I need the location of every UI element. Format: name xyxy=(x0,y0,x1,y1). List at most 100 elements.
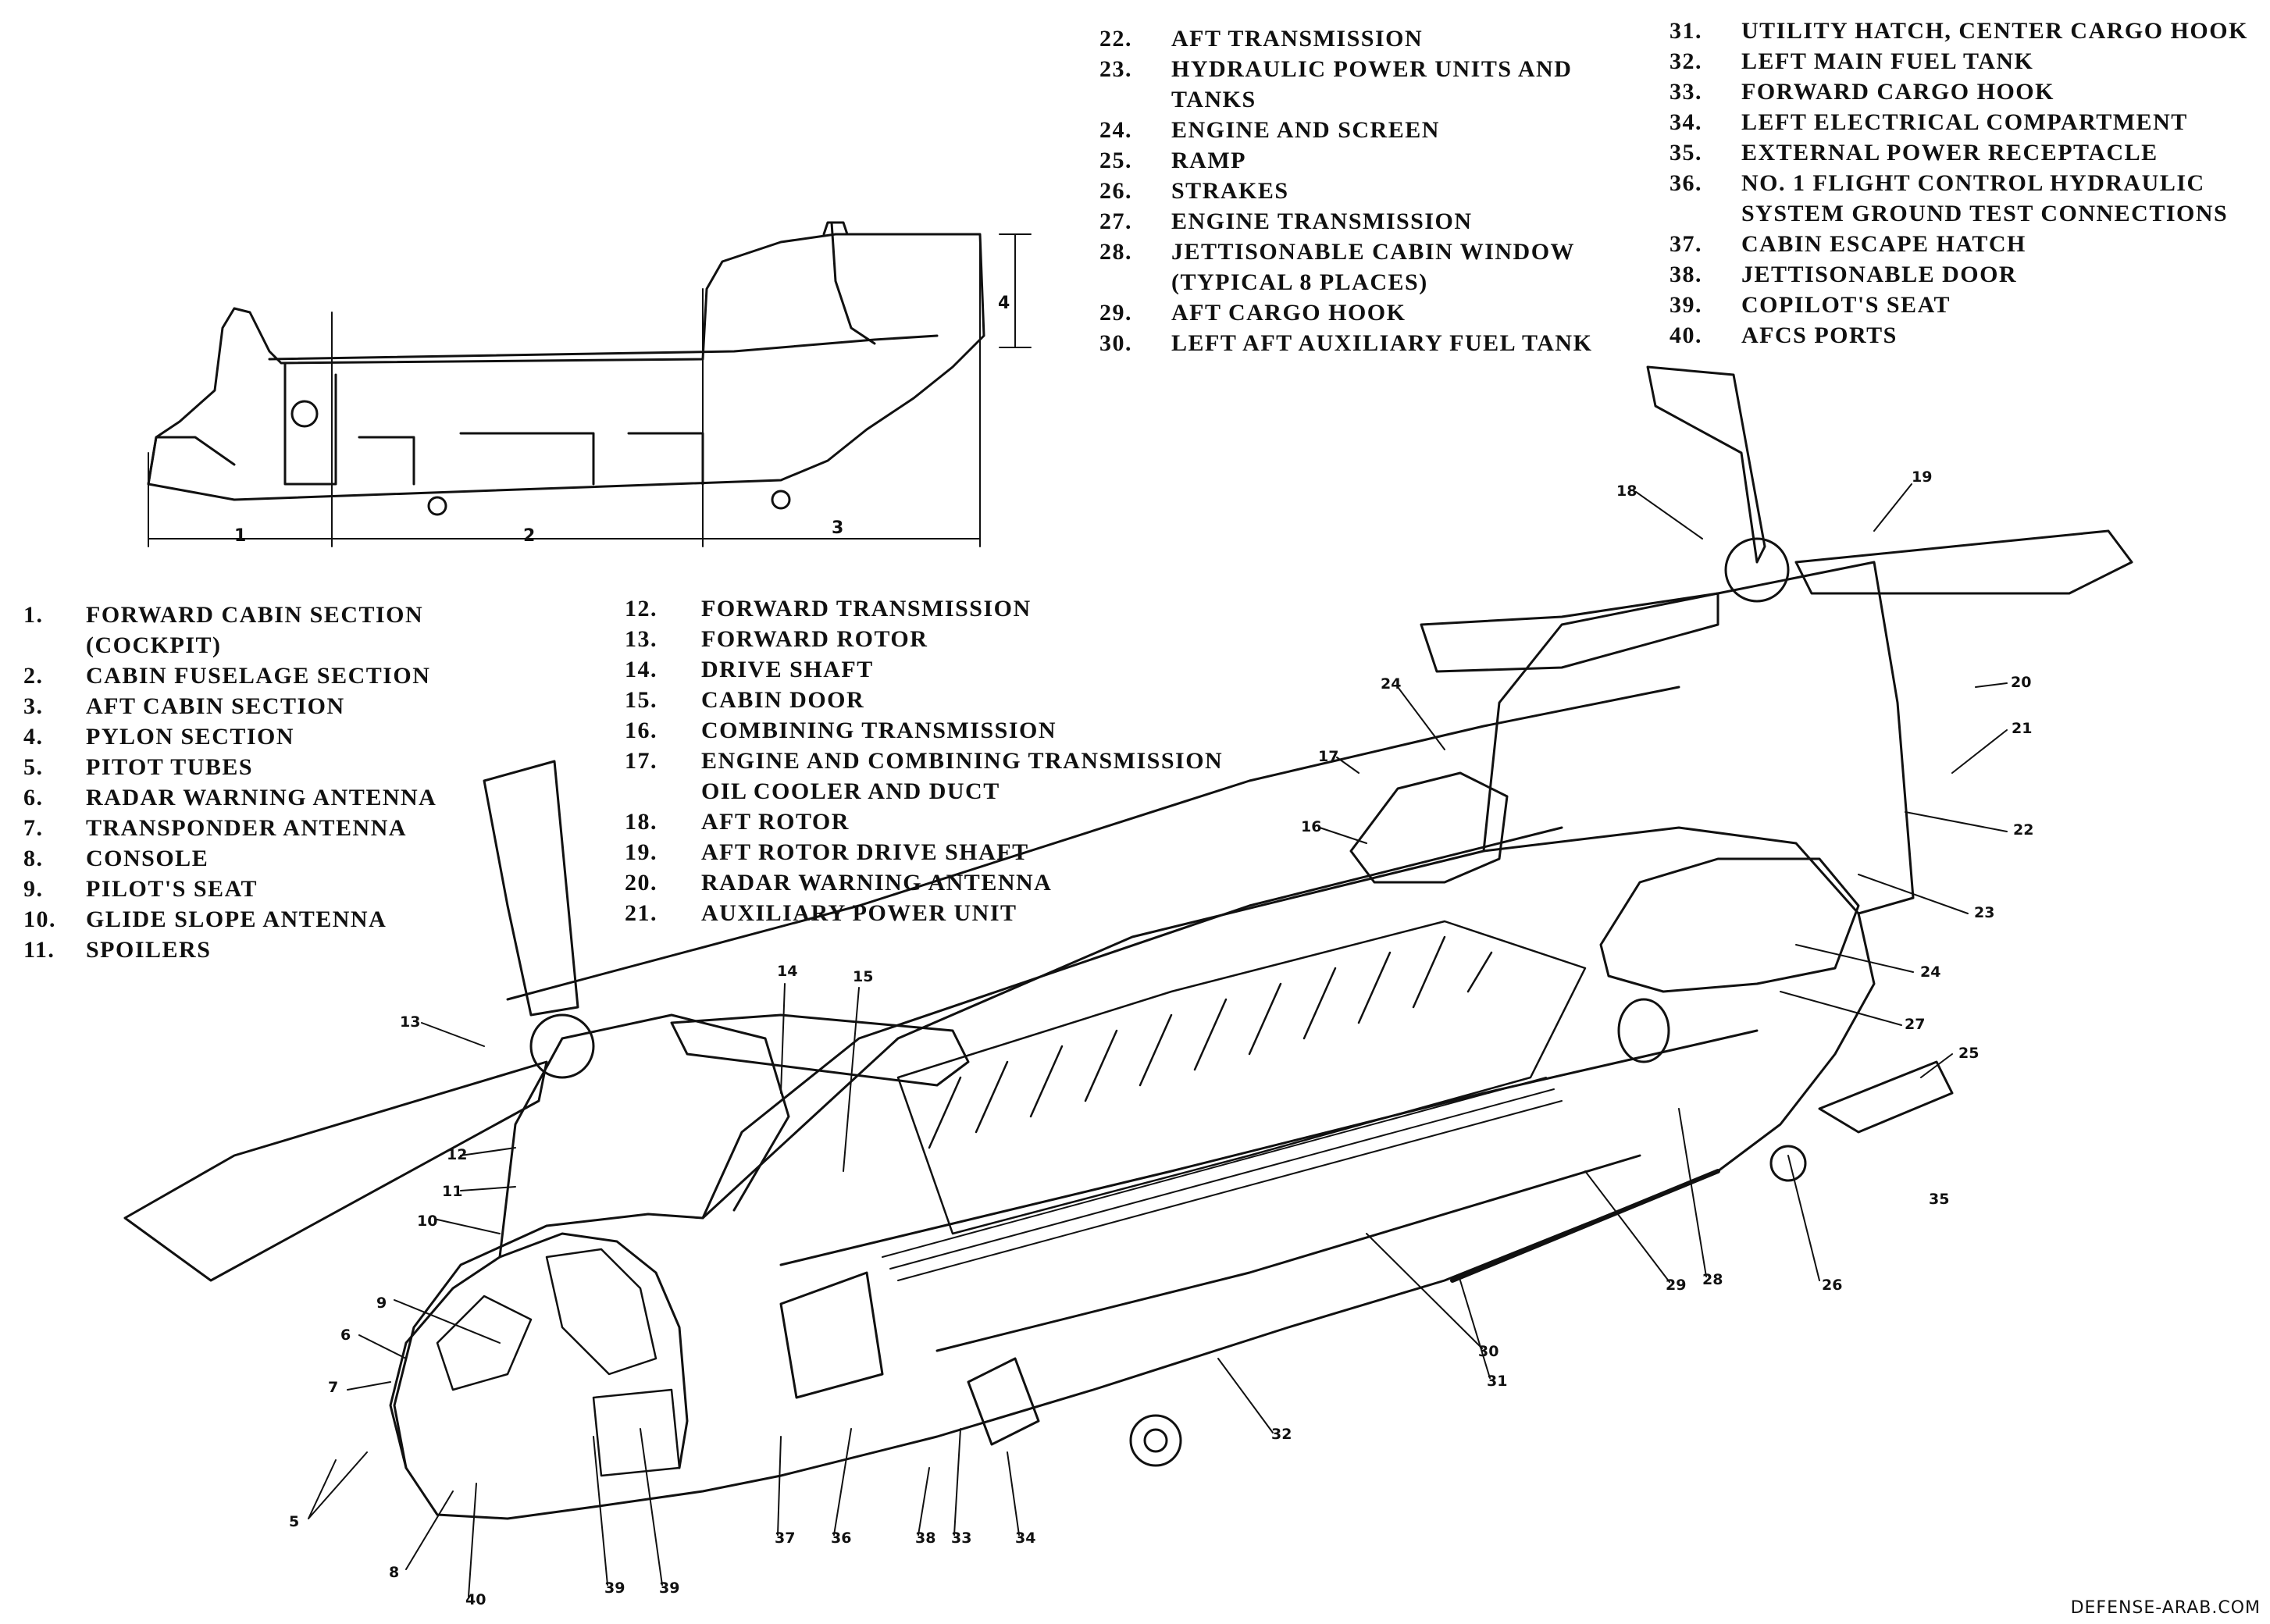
callout-24: 24 xyxy=(1920,963,1940,981)
legend-item-number: 17. xyxy=(625,748,657,774)
legend-item-number: 34. xyxy=(1670,109,1702,135)
main-landing-gear-wheel-hub xyxy=(1143,1428,1168,1453)
fuselage-outline xyxy=(393,826,1876,1520)
legend-item: 40.AFCS PORTS xyxy=(1670,320,2248,351)
legend-item-text: JETTISONABLE CABIN WINDOW (TYPICAL 8 PLA… xyxy=(1171,239,1576,295)
legend-item-text: FORWARD ROTOR xyxy=(701,626,928,652)
legend-item: 15. CABIN DOOR xyxy=(625,685,1223,715)
legend-item-number: 14. xyxy=(625,657,657,682)
helicopter-body xyxy=(389,561,1954,1520)
legend-item-text: GLIDE SLOPE ANTENNA xyxy=(86,906,387,932)
legend-item-text: STRAKES xyxy=(1171,178,1289,204)
legend-item-number: 10. xyxy=(23,906,56,932)
fuselage-spine xyxy=(506,686,1680,1001)
legend-item: 23.HYDRAULIC POWER UNITS AND TANKS xyxy=(1099,54,1592,115)
legend-item-number: 29. xyxy=(1099,300,1132,326)
legend-item-number: 13. xyxy=(625,626,657,652)
legend-item: 8.CONSOLE xyxy=(23,843,437,874)
legend-item-text: AFT ROTOR xyxy=(701,809,850,835)
legend-item-number: 12. xyxy=(625,596,657,621)
legend-item: 4. PYLON SECTION xyxy=(23,721,437,752)
legend-item: 9. PILOT'S SEAT xyxy=(23,874,437,904)
legend-item-text: LEFT ELECTRICAL COMPARTMENT xyxy=(1741,109,2188,135)
legend-item-number: 35. xyxy=(1670,140,1702,166)
callout-39b: 39 xyxy=(604,1579,625,1597)
callout-38: 38 xyxy=(915,1530,935,1547)
legend-item: 19. AFT ROTOR DRIVE SHAFT xyxy=(625,837,1223,867)
legend-item-number: 24. xyxy=(1099,117,1132,143)
legend-item: 2.CABIN FUSELAGE SECTION xyxy=(23,661,437,691)
legend-item-number: 38. xyxy=(1670,262,1702,287)
legend-item-text: NO. 1 FLIGHT CONTROL HYDRAULIC SYSTEM GR… xyxy=(1741,170,2229,226)
cabin-side-line-1 xyxy=(779,1029,1759,1266)
cabin-side-line-2 xyxy=(935,1154,1641,1352)
legend-item-text: AUXILIARY POWER UNIT xyxy=(701,900,1017,926)
legend-item-text: AFCS PORTS xyxy=(1741,322,1898,348)
legend-item-text: DRIVE SHAFT xyxy=(701,657,874,682)
forward-rotor-blade-2 xyxy=(483,760,579,1017)
legend-item: 26. STRAKES xyxy=(1099,176,1592,206)
aft-rotor-blade-3 xyxy=(1794,529,2133,595)
legend-item-text: AFT ROTOR DRIVE SHAFT xyxy=(701,839,1029,865)
section-label-1: 1 xyxy=(234,526,246,546)
legend-item-text: RAMP xyxy=(1171,148,1246,173)
callout-7: 7 xyxy=(328,1379,338,1396)
callout-13: 13 xyxy=(400,1013,420,1031)
section-diagram-cockpit-front xyxy=(147,436,236,486)
legend-item-number: 27. xyxy=(1099,208,1132,234)
legend-item-text: CABIN DOOR xyxy=(701,687,865,713)
aft-rotor xyxy=(1420,365,2133,673)
legend-item: 14. DRIVE SHAFT xyxy=(625,654,1223,685)
legend-item-number: 4. xyxy=(23,724,44,750)
legend-item-number: 25. xyxy=(1099,148,1132,173)
legend-item-text: AFT CARGO HOOK xyxy=(1171,300,1406,326)
legend-item: 36.NO. 1 FLIGHT CONTROL HYDRAULIC SYSTEM… xyxy=(1670,168,2248,229)
aft-pylon xyxy=(1482,561,1915,915)
legend-item-number: 32. xyxy=(1670,48,1702,74)
callout-37: 37 xyxy=(775,1530,795,1547)
legend-item-number: 26. xyxy=(1099,178,1132,204)
legend-item: 28.JETTISONABLE CABIN WINDOW (TYPICAL 8 … xyxy=(1099,237,1592,297)
legend-item: 20.RADAR WARNING ANTENNA xyxy=(625,867,1223,898)
section-diagram-interior-frame xyxy=(283,361,337,486)
legend-item-number: 15. xyxy=(625,687,657,713)
callout-29: 29 xyxy=(1666,1277,1686,1294)
legend-item-number: 6. xyxy=(23,785,44,810)
legend-item-number: 9. xyxy=(23,876,44,902)
legend-item-text: PILOT'S SEAT xyxy=(86,876,258,902)
callout-40: 40 xyxy=(465,1591,486,1608)
legend-item-text: JETTISONABLE DOOR xyxy=(1741,262,2018,287)
legend-item-text: COPILOT'S SEAT xyxy=(1741,292,1951,318)
legend-item-text: PITOT TUBES xyxy=(86,754,254,780)
callout-31: 31 xyxy=(1487,1373,1507,1390)
callout-25: 25 xyxy=(1958,1045,1979,1062)
legend-item-number: 5. xyxy=(23,754,44,780)
callout-18: 18 xyxy=(1616,483,1637,500)
legend-item: 37.CABIN ESCAPE HATCH xyxy=(1670,229,2248,259)
legend-item-number: 19. xyxy=(625,839,657,865)
callout-22: 22 xyxy=(2013,821,2033,839)
legend-item: 32. LEFT MAIN FUEL TANK xyxy=(1670,46,2248,77)
legend-item: 12.FORWARD TRANSMISSION xyxy=(625,593,1223,624)
callout-20: 20 xyxy=(2011,674,2031,691)
legend-item-text: RADAR WARNING ANTENNA xyxy=(701,870,1053,896)
legend-item-text: COMBINING TRANSMISSION xyxy=(701,718,1057,743)
legend-item-text: LEFT MAIN FUEL TANK xyxy=(1741,48,2034,74)
aft-rotor-blade-1 xyxy=(1420,592,1719,673)
legend-item: 35.EXTERNAL POWER RECEPTACLE xyxy=(1670,137,2248,168)
section-diagram-station-lines xyxy=(148,233,1032,547)
callout-21: 21 xyxy=(2012,720,2032,737)
legend-item: 7.TRANSPONDER ANTENNA xyxy=(23,813,437,843)
legend-item: 18.AFT ROTOR xyxy=(625,807,1223,837)
callout-35: 35 xyxy=(1929,1191,1949,1208)
legend-item: 34. LEFT ELECTRICAL COMPARTMENT xyxy=(1670,107,2248,137)
aft-rotor-blade-2 xyxy=(1646,365,1766,564)
section-diagram-rear-wheel xyxy=(771,490,791,510)
legend-item-number: 30. xyxy=(1099,330,1132,356)
callout-16: 16 xyxy=(1301,818,1321,835)
legend-item-text: PYLON SECTION xyxy=(86,724,295,750)
cabin-escape-hatch xyxy=(779,1271,884,1399)
legend-item-number: 16. xyxy=(625,718,657,743)
